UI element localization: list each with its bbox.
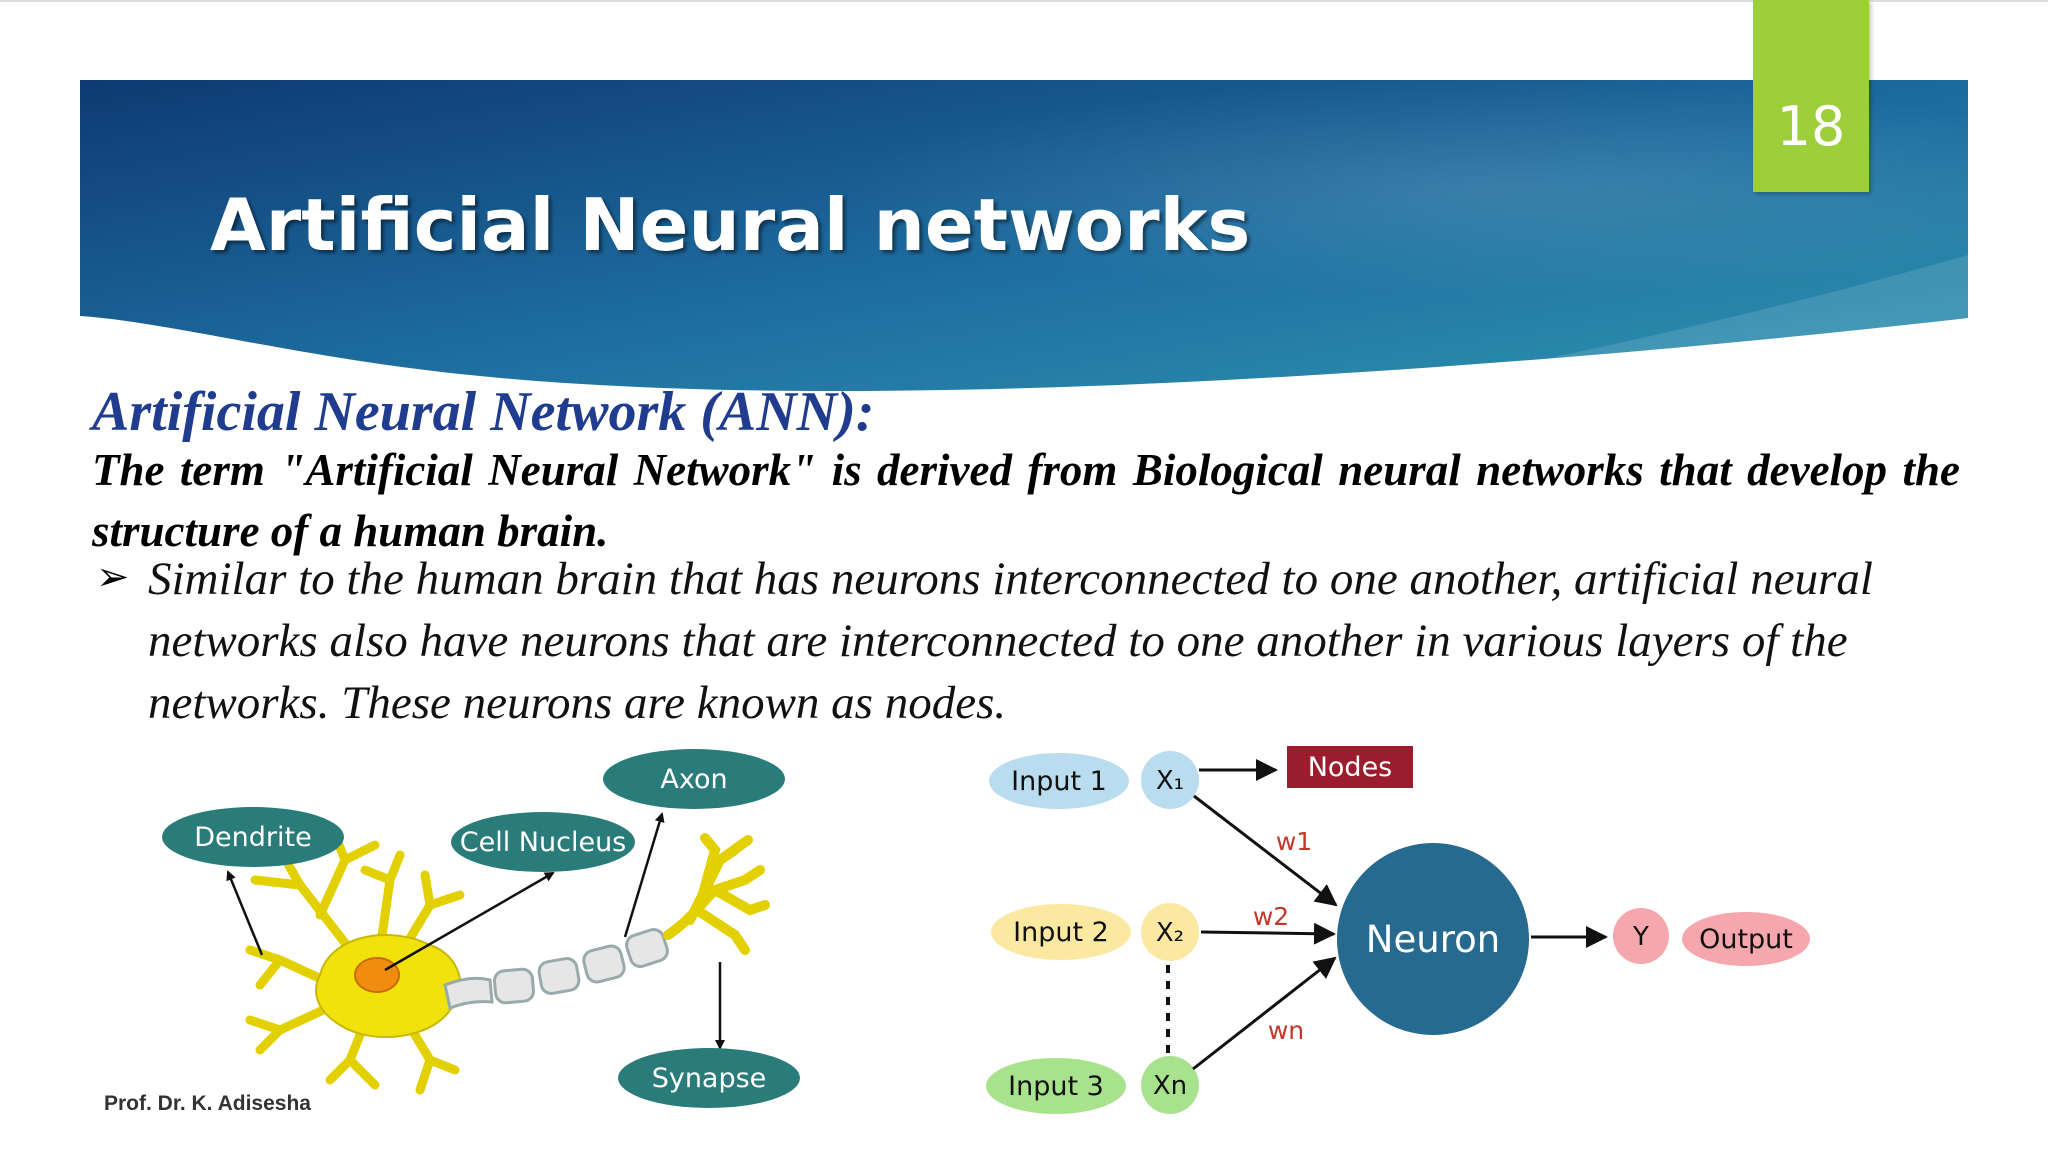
title-banner (0, 0, 2048, 391)
bullet-arrow-icon: ➢ (96, 554, 130, 600)
weight-w2: w2 (1253, 902, 1289, 931)
weight-wn: wn (1268, 1016, 1304, 1045)
section-heading: Artificial Neural Network (ANN): (92, 381, 875, 443)
nodes-label: Nodes (1287, 746, 1413, 788)
dendrite-pointer (226, 870, 264, 956)
axon-pointer (623, 812, 665, 938)
neuron-node: Neuron (1337, 843, 1529, 1035)
input-3-label: Input 3 (986, 1058, 1126, 1114)
svg-text:Input 2: Input 2 (1013, 917, 1109, 948)
node-x1: X₁ (1141, 751, 1199, 809)
svg-text:Y: Y (1632, 922, 1649, 952)
svg-text:Axon: Axon (660, 764, 727, 795)
nucleus-pointer (384, 871, 555, 972)
svg-text:Neuron: Neuron (1366, 918, 1500, 961)
slide-title: Artificial Neural networks (210, 183, 1251, 267)
cell-nucleus-shape (354, 957, 400, 993)
svg-text:X₁: X₁ (1156, 766, 1184, 796)
node-xn: Xn (1141, 1056, 1199, 1114)
bullet-text: Similar to the human brain that has neur… (148, 553, 1873, 729)
svg-text:Synapse: Synapse (652, 1063, 767, 1094)
axon-label: Axon (603, 749, 785, 809)
connection-w1 (1193, 794, 1338, 907)
connection-w2 (1200, 922, 1336, 945)
output-label: Output (1682, 912, 1810, 966)
svg-text:Output: Output (1699, 924, 1793, 955)
svg-text:Cell Nucleus: Cell Nucleus (460, 827, 627, 858)
slide-number-tab (1753, 0, 1869, 192)
footer-credit: Prof. Dr. K. Adisesha (104, 1092, 311, 1115)
svg-text:Dendrite: Dendrite (194, 822, 311, 853)
input-2-label: Input 2 (991, 904, 1131, 960)
output-node-y: Y (1613, 908, 1669, 964)
weight-w1: w1 (1276, 827, 1312, 856)
axon-drawing (443, 928, 669, 1011)
node-x2: X₂ (1141, 903, 1199, 961)
svg-text:X₂: X₂ (1156, 918, 1184, 948)
slide-number: 18 (1776, 95, 1846, 158)
svg-text:Input 3: Input 3 (1008, 1071, 1104, 1102)
dendrite-label: Dendrite (162, 807, 344, 867)
definition-text: The term "Artificial Neural Network" is … (92, 445, 1960, 556)
input-1-label: Input 1 (989, 753, 1129, 809)
biological-neuron-diagram: Axon Dendrite Cell Nucleus Synapse (162, 749, 800, 1108)
connection-wn (1192, 956, 1337, 1071)
cell-nucleus-label: Cell Nucleus (451, 812, 635, 872)
axon-terminal-drawing (663, 833, 770, 955)
synapse-label: Synapse (618, 1048, 800, 1108)
ann-model-diagram: Input 1 Input 2 Input 3 X₁ X₂ Xn Nodes (986, 746, 1810, 1114)
svg-text:Input 1: Input 1 (1011, 766, 1107, 797)
svg-text:Nodes: Nodes (1308, 752, 1393, 783)
svg-text:Xn: Xn (1153, 1071, 1187, 1101)
